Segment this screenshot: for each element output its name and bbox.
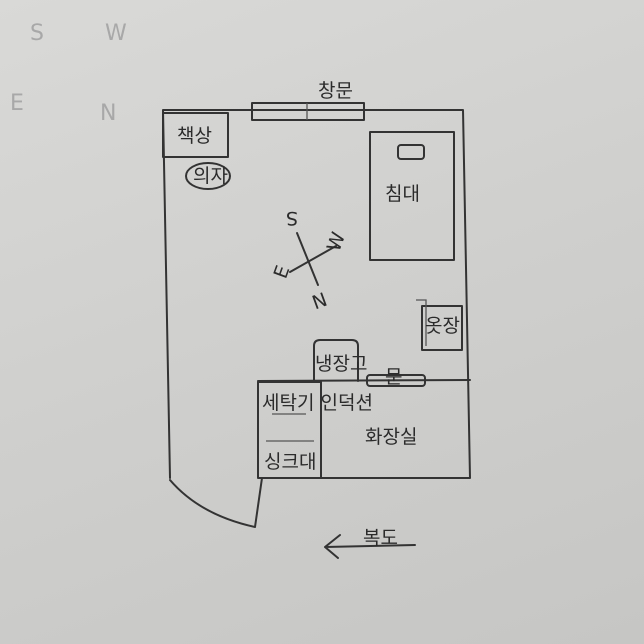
bathroom-wall	[257, 379, 471, 382]
wardrobe	[421, 305, 463, 351]
compass-e: E	[270, 263, 295, 282]
compass: S W E N	[270, 207, 351, 314]
desk-label: 책상	[177, 125, 212, 147]
chair	[185, 162, 231, 190]
wardrobe-label: 옷장	[425, 315, 460, 337]
compass-n: N	[309, 289, 330, 315]
bleed-letter-s: S	[30, 21, 44, 46]
wardrobe-door	[416, 299, 427, 346]
door-label: 문	[385, 366, 402, 388]
window	[251, 102, 365, 121]
kitchen-counter	[257, 381, 322, 479]
bathroom-label: 화장실	[365, 426, 417, 448]
hallway-arrow	[324, 534, 416, 559]
chair-label: 의자	[193, 165, 228, 187]
fridge	[313, 339, 359, 382]
bleed-letter-w: W	[105, 21, 127, 46]
bathroom-door	[366, 374, 426, 387]
bed-label: 침대	[385, 183, 420, 205]
fridge-label: 냉장고	[315, 353, 367, 375]
hallway-label: 복도	[363, 527, 398, 549]
room-outline	[162, 109, 471, 479]
compass-s: S	[286, 207, 298, 229]
bleed-letter-e: E	[10, 91, 24, 116]
sink-label: 싱크대	[264, 451, 316, 473]
washer-induction-label: 세탁기 인덕션	[262, 392, 373, 414]
bleed-letter-n: N	[100, 101, 116, 126]
entrance-door	[169, 477, 263, 528]
window-label: 창문	[318, 80, 353, 102]
desk	[162, 112, 229, 158]
bed	[369, 131, 455, 261]
pillow	[397, 144, 425, 160]
